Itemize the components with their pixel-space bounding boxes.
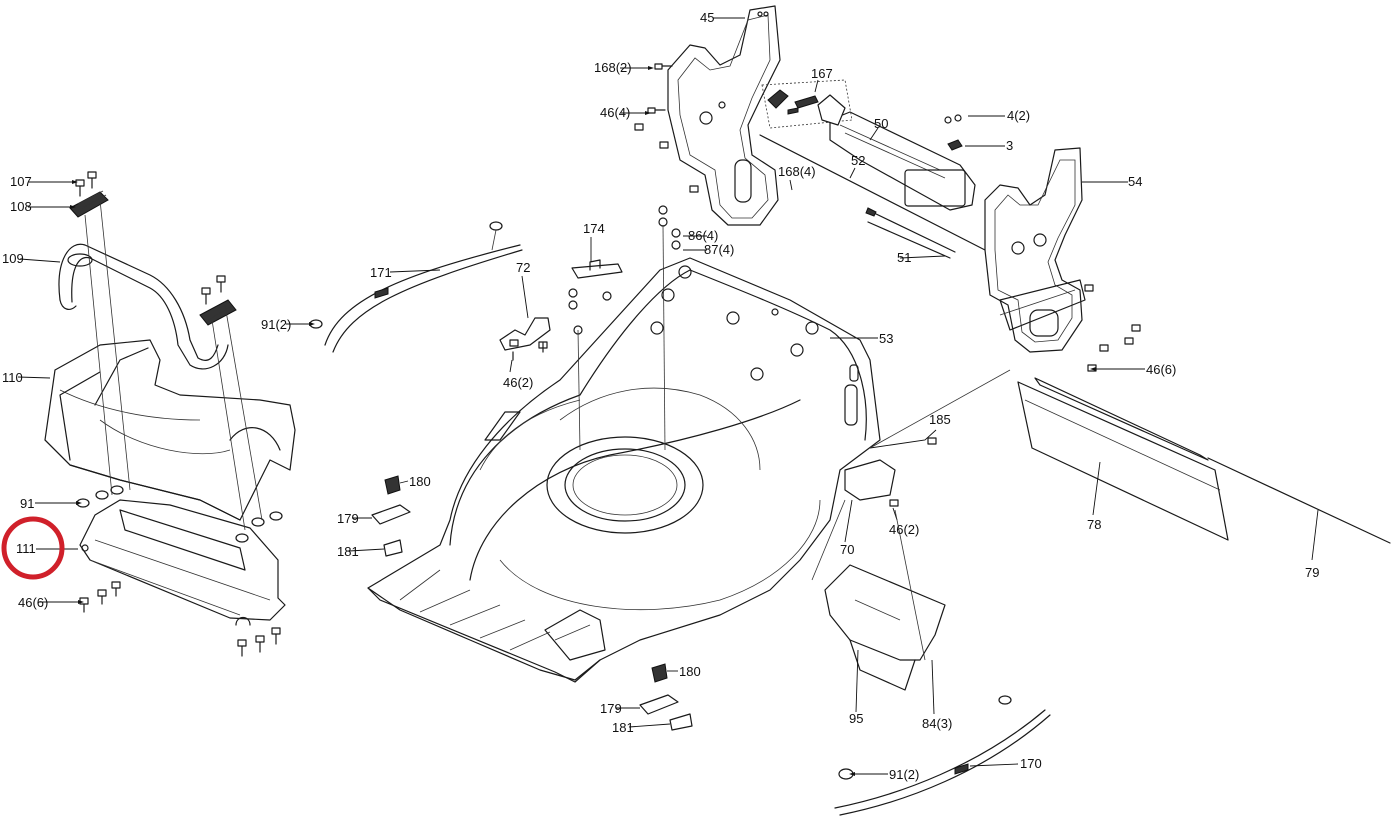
handle-bracket-part-54 <box>984 147 1086 353</box>
nuts-part-91 <box>76 485 283 543</box>
clip-set-bottom <box>639 663 693 731</box>
label-95: 95 <box>849 711 863 726</box>
label-86-4: 86(4) <box>688 228 718 243</box>
rod-part-79 <box>1207 457 1391 544</box>
label-46-6b: 46(6) <box>18 595 48 610</box>
bolts-stack <box>568 205 681 451</box>
label-4-2: 4(2) <box>1007 108 1030 123</box>
leader-arrows <box>70 66 1096 776</box>
grip-part-108 <box>69 190 237 326</box>
rod-part-52 <box>759 134 986 251</box>
highlight-circle <box>1 516 65 580</box>
label-3: 3 <box>1006 138 1013 153</box>
cover-part-110 <box>44 339 296 521</box>
label-171: 171 <box>370 265 392 280</box>
leader-lines <box>17 17 1319 775</box>
label-168-2: 168(2) <box>594 60 632 75</box>
label-46-2b: 46(2) <box>889 522 919 537</box>
label-51: 51 <box>897 250 911 265</box>
label-78: 78 <box>1087 517 1101 532</box>
clip-set-left <box>371 475 411 557</box>
label-45: 45 <box>700 10 714 25</box>
label-91-2a: 91(2) <box>261 317 291 332</box>
parts-kit-167 <box>761 79 853 129</box>
label-180b: 180 <box>679 664 701 679</box>
label-111: 111 <box>16 541 36 556</box>
screws-part-46-6 <box>79 581 281 657</box>
handle-part-109 <box>58 243 229 370</box>
label-46-4: 46(4) <box>600 105 630 120</box>
label-168-4: 168(4) <box>778 164 816 179</box>
height-adjust-part-50 <box>829 111 976 211</box>
label-170: 170 <box>1020 756 1042 771</box>
bracket-part-72 <box>499 317 551 361</box>
label-84-3: 84(3) <box>922 716 952 731</box>
label-91: 91 <box>20 496 34 511</box>
label-110: 110 <box>2 370 23 385</box>
label-180a: 180 <box>409 474 431 489</box>
label-52: 52 <box>851 153 865 168</box>
mower-deck-part-53 <box>367 257 881 683</box>
label-91-2b: 91(2) <box>889 767 919 782</box>
bracket-part-174 <box>571 259 623 279</box>
base-plate-part-111 <box>79 499 286 626</box>
misc-screws <box>309 63 1141 507</box>
label-50: 50 <box>874 116 888 131</box>
label-107: 107 <box>10 174 32 189</box>
label-179a: 179 <box>337 511 359 526</box>
cable-part-171 <box>324 221 523 353</box>
label-174: 174 <box>583 221 605 236</box>
label-79: 79 <box>1305 565 1319 580</box>
flap-part-78 <box>1017 377 1229 541</box>
label-181a: 181 <box>337 544 359 559</box>
label-46-6a: 46(6) <box>1146 362 1176 377</box>
label-108: 108 <box>10 199 32 214</box>
guard-part-70 <box>824 459 946 691</box>
cable-part-170 <box>834 695 1051 816</box>
label-87-4: 87(4) <box>704 242 734 257</box>
label-185: 185 <box>929 412 951 427</box>
label-54: 54 <box>1128 174 1142 189</box>
label-179b: 179 <box>600 701 622 716</box>
part-labels: 45 168(2) 46(4) 167 4(2) 50 3 168(4) 52 … <box>2 10 1319 782</box>
handle-bracket-part-45 <box>667 5 781 226</box>
label-70: 70 <box>840 542 854 557</box>
label-53: 53 <box>879 331 893 346</box>
label-109: 109 <box>2 251 24 266</box>
label-72: 72 <box>516 260 530 275</box>
label-167: 167 <box>811 66 833 81</box>
label-181b: 181 <box>612 720 634 735</box>
screws-part-107 <box>75 171 226 305</box>
label-46-2a: 46(2) <box>503 375 533 390</box>
cable-part-51 <box>865 207 956 259</box>
